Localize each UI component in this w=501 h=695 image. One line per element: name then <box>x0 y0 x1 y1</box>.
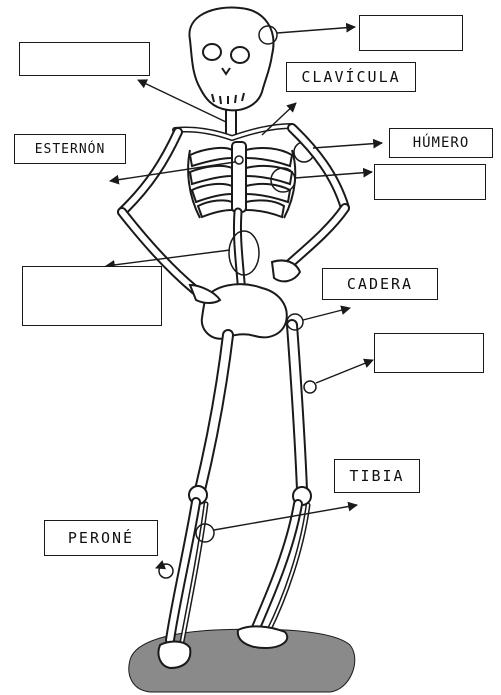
ribs-answer-box[interactable] <box>374 164 486 200</box>
label-perone: PERONÉ <box>44 520 158 556</box>
femur-pointer-circle <box>304 381 316 393</box>
humerus-line <box>313 143 382 148</box>
spine-answer-box[interactable] <box>22 266 162 326</box>
femur-line <box>316 360 373 383</box>
neck-answer-box[interactable] <box>19 42 150 76</box>
tibia-line <box>214 505 357 530</box>
femur-answer-box[interactable] <box>374 333 484 373</box>
fibula-line <box>156 564 166 568</box>
label-clavicula: CLAVÍCULA <box>286 62 416 92</box>
sternum-pointer-dot <box>235 156 243 164</box>
skull-answer-box[interactable] <box>359 15 463 51</box>
left-leg <box>158 335 228 668</box>
skull <box>189 7 273 110</box>
label-tibia: TIBIA <box>334 459 420 493</box>
pelvis <box>202 284 287 339</box>
label-esternon: ESTERNÓN <box>14 134 126 164</box>
label-cadera: CADERA <box>322 268 438 300</box>
right-leg <box>238 325 311 648</box>
skull-line <box>277 27 355 33</box>
ribcage <box>188 142 295 218</box>
label-humero: HÚMERO <box>389 128 493 158</box>
neck <box>226 110 236 136</box>
hip-line <box>303 308 350 320</box>
